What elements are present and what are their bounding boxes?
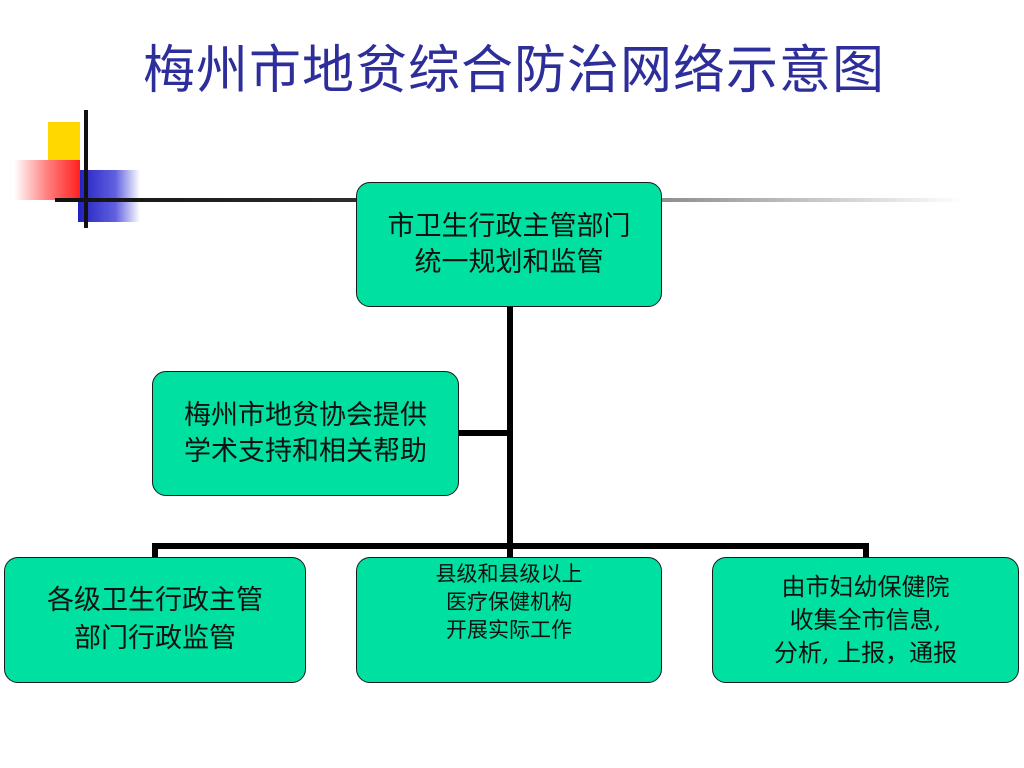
node-maternal-child-hospital-text: 由市妇幼保健院 收集全市信息, 分析, 上报，通报: [773, 572, 958, 667]
vertical-bar: [84, 110, 88, 228]
node-health-administration-text: 市卫生行政主管部门 统一规划和监管: [387, 210, 631, 278]
node-medical-institutions-text: 县级和县级以上 医疗保健机构 开展实际工作: [435, 562, 583, 642]
node-medical-institutions: 县级和县级以上 医疗保健机构 开展实际工作: [356, 557, 662, 683]
yellow-square: [48, 122, 80, 162]
node-admin-supervision: 各级卫生行政主管 部门行政监管: [4, 557, 306, 683]
node-health-administration: 市卫生行政主管部门 统一规划和监管: [356, 182, 662, 307]
node-thalassemia-association: 梅州市地贫协会提供 学术支持和相关帮助: [152, 371, 459, 496]
decorative-squares: [14, 110, 140, 228]
red-square: [14, 160, 80, 200]
slide-title: 梅州市地贫综合防治网络示意图: [143, 41, 886, 101]
node-thalassemia-association-text: 梅州市地贫协会提供 学术支持和相关帮助: [184, 399, 427, 467]
node-maternal-child-hospital: 由市妇幼保健院 收集全市信息, 分析, 上报，通报: [712, 557, 1019, 683]
blue-square: [78, 170, 140, 222]
node-admin-supervision-text: 各级卫生行政主管 部门行政监管: [47, 585, 263, 654]
